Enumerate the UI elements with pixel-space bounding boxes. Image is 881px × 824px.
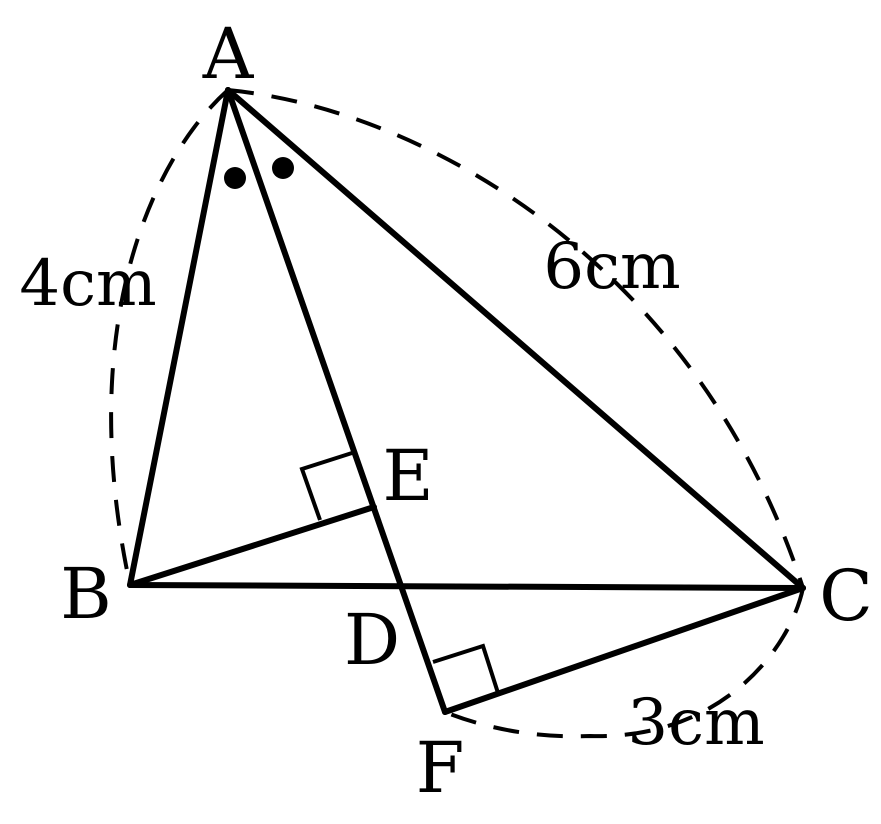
label-f: F	[416, 727, 465, 809]
segment-ab	[127, 87, 231, 588]
length-label-ab: 4cm	[19, 247, 156, 321]
angle-dot-left	[224, 167, 246, 189]
segment-cf	[442, 585, 806, 715]
segment-af	[225, 87, 448, 715]
arc-cf	[444, 587, 805, 739]
label-d: D	[344, 599, 400, 681]
label-a: A	[202, 13, 255, 95]
angle-dot-right	[272, 157, 294, 179]
length-label-cf: 3cm	[627, 686, 764, 760]
segment-ac	[225, 87, 806, 591]
segment-be	[127, 504, 377, 588]
right-angle-mark-e	[299, 451, 353, 521]
label-e: E	[382, 435, 433, 517]
length-label-ac: 6cm	[543, 230, 680, 304]
segment-bc	[127, 582, 806, 591]
arc-ab	[109, 88, 230, 586]
arc-ac	[227, 88, 805, 589]
label-c: C	[819, 555, 873, 637]
label-b: B	[60, 553, 111, 635]
right-angle-mark-f	[432, 643, 500, 694]
